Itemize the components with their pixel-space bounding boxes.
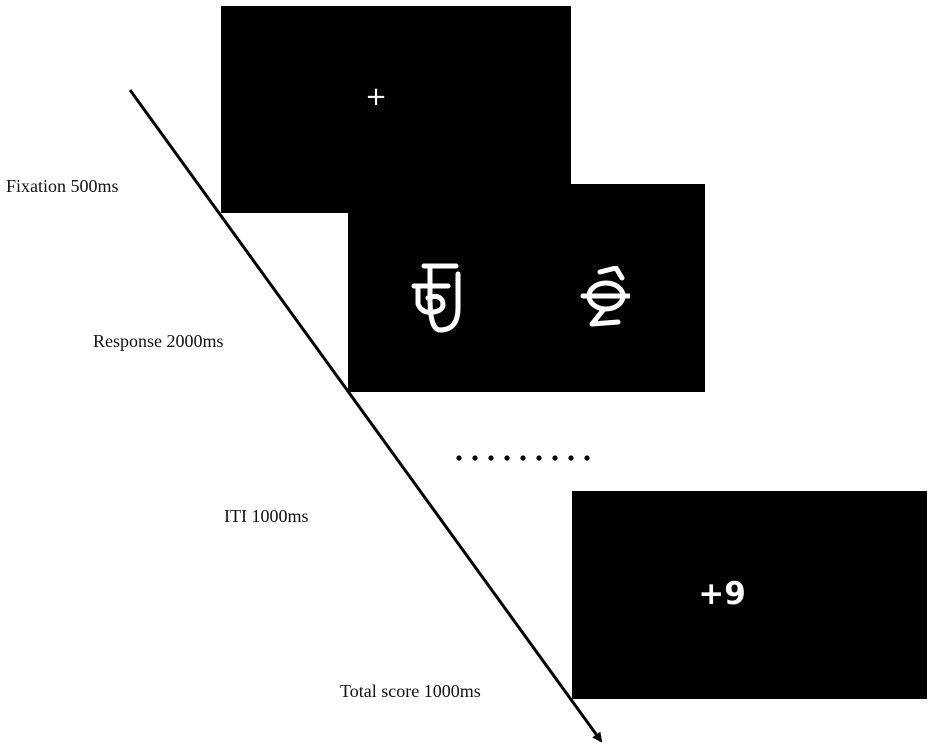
total-score-screen: +9 <box>572 491 927 699</box>
response-screen <box>348 184 705 392</box>
right-stimulus-glyph <box>580 266 630 327</box>
left-stimulus-glyph <box>411 263 461 333</box>
stage-label-fixation: Fixation 500ms <box>6 176 119 196</box>
stage-label-iti: ITI 1000ms <box>224 506 309 526</box>
ellipsis-dots <box>456 455 590 461</box>
stage-label-total-score: Total score 1000ms <box>340 681 481 701</box>
timeline-arrow-line <box>128 89 603 743</box>
stage-label-response: Response 2000ms <box>93 331 224 351</box>
fixation-screen: + <box>221 6 571 213</box>
score-value: +9 <box>698 576 746 612</box>
fixation-cross: + <box>365 82 387 112</box>
